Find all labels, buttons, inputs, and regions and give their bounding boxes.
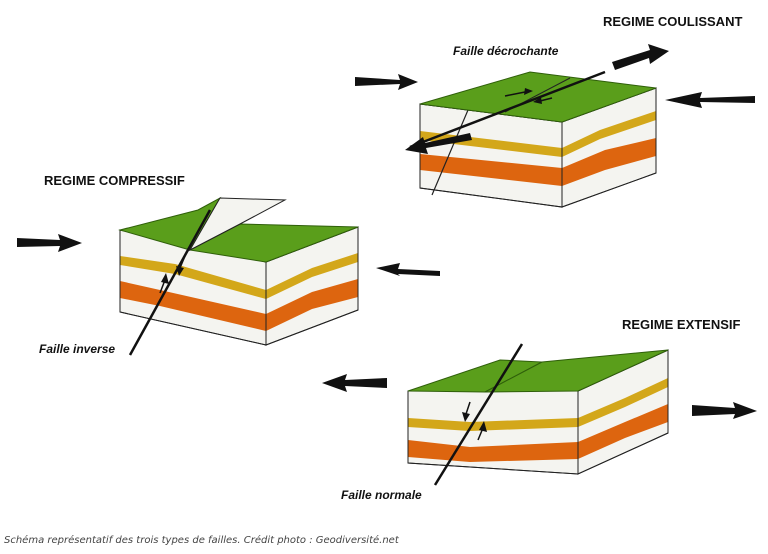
figure-caption: Schéma représentatif des trois types de …: [4, 535, 399, 546]
regime-title-coulissant: REGIME COULISSANT: [603, 14, 742, 29]
regime-title-extensif: REGIME EXTENSIF: [622, 317, 741, 332]
fault-line-decrochante: [409, 70, 606, 149]
fault-label-inverse: Faille inverse: [39, 342, 115, 356]
block-normal: REGIME EXTENSIF Faille normale: [322, 317, 757, 502]
fault-label-normale: Faille normale: [341, 488, 422, 502]
stress-arrows-reverse: [17, 234, 440, 276]
block-normal-top-right: [484, 349, 669, 393]
block-reverse: REGIME COMPRESSIF Faille inverse: [17, 173, 440, 356]
block-reverse-front-face: [119, 229, 267, 346]
block-strike-slip-right-face: [561, 87, 657, 208]
regime-title-compressif: REGIME COMPRESSIF: [44, 173, 185, 188]
fault-label-decrochante: Faille décrochante: [453, 44, 559, 58]
fault-line-normale: [433, 343, 524, 486]
block-reverse-right-face: [265, 226, 359, 346]
block-normal-front-face: [407, 390, 579, 475]
stress-arrows-normal: [322, 374, 757, 419]
fault-line-inverse: [128, 209, 212, 356]
stress-arrows-strike-slip: [355, 44, 755, 154]
block-strike-slip: REGIME COULISSANT Faille décrochante: [355, 14, 755, 208]
